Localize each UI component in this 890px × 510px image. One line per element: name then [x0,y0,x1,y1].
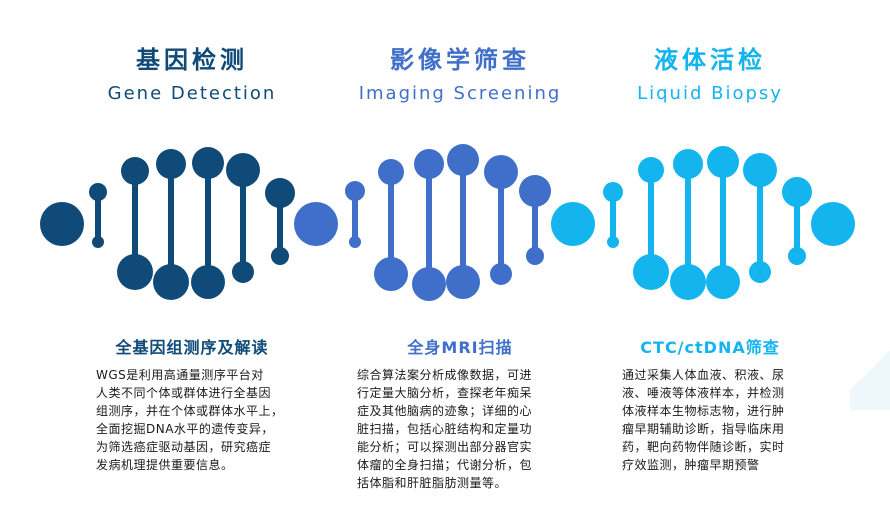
desc-line: 疗效监测，肿瘤早期预警 [622,458,760,472]
section-description: WGS是利用高通量测序平台对 人类不同个体或群体进行全基因 组测序，并在个体或群… [96,366,284,474]
helix-node [232,261,254,283]
helix-node [265,178,295,208]
helix-node [633,254,669,290]
desc-line: 瘤早期辅助诊断，指导临床用 [622,422,785,436]
helix-node [607,236,619,248]
helix-node [707,146,739,178]
section-title-en: Gene Detection [107,83,277,104]
helix-rung [240,170,246,272]
section-title-en: Imaging Screening [358,83,562,104]
helix-rung [610,192,616,242]
section-description: 通过采集人体血液、积液、尿 液、唾液等体液样本，并检测 体液样本生物标志物，进行… [622,366,785,474]
helix-node [743,153,777,187]
helix-rung [168,164,174,282]
helix-node [414,149,444,179]
helix-node [484,155,518,189]
section-title-cn: 液体活检 [654,46,766,74]
helix-node [551,202,595,246]
helix-node [706,265,740,299]
helix-node [603,182,623,202]
helix-rung [205,163,211,282]
helix-node [156,149,186,179]
section-title-cn: 基因检测 [136,46,248,74]
helix-node [345,181,365,201]
section-subtitle: 全身MRI扫描 [407,338,513,357]
section-title-en: Liquid Biopsy [637,83,783,104]
helix-node [782,177,812,207]
helix-rung [388,172,394,274]
desc-line: 行定量大脑分析，查探老年痴呆 [357,386,533,400]
helix-node [788,247,806,265]
helix-node [349,236,361,248]
helix-rung [460,160,466,282]
helix-rung [132,171,138,272]
helix-node [378,159,404,185]
desc-line: 人类不同个体或群体进行全基因 [96,386,272,400]
desc-line: 脏扫描，包括心脏结构和定量功 [357,422,533,436]
section-description: 综合算法案分析成像数据，可进 行定量大脑分析，查探老年痴呆 症及其他脑病的迹象；… [357,366,532,492]
desc-line: 症及其他脑病的迹象；详细的心 [357,404,533,418]
helix-rung [794,192,800,256]
desc-line: 综合算法案分析成像数据，可进 [357,368,533,382]
helix-rung [757,170,763,272]
desc-line: 能分析；可以探测出部分器官实 [357,440,533,454]
helix-rung [685,164,691,282]
helix-node [271,247,289,265]
corner-decoration [850,330,890,410]
helix-node [490,263,512,285]
helix-node [89,183,107,201]
helix-node [412,267,446,301]
desc-line: 体液样本生物标志物，进行肿 [622,404,785,418]
helix-node [192,147,224,179]
helix-node [117,254,153,290]
desc-line: 药，靶向药物伴随诊断，实时 [622,440,785,454]
helix-rung [352,191,358,242]
desc-line: 发病机理提供重要信息。 [96,458,234,472]
helix-rung [648,170,654,272]
helix-node [191,265,225,299]
helix-rung [498,172,504,274]
desc-line: WGS是利用高通量测序平台对 [96,368,264,382]
helix-node [153,264,189,300]
helix-rung [95,192,101,242]
helix-node [374,257,408,291]
desc-line: 通过采集人体血液、积液、尿 [622,368,785,382]
helix-node [673,149,703,179]
desc-line: 组测序，并在个体或群体水平上， [96,404,284,418]
helix-node [749,261,771,283]
helix-node [447,144,479,176]
section-subtitle: CTC/ctDNA筛查 [640,338,780,357]
helix-node [526,247,544,265]
desc-line: 全面挖掘DNA水平的遗传变异， [96,422,274,436]
section-title-cn: 影像学筛查 [390,46,530,74]
helix-node [226,153,260,187]
helix-node [294,202,338,246]
helix-node [811,202,855,246]
helix-rung [532,191,538,256]
desc-line: 液、唾液等体液样本，并检测 [622,386,785,400]
helix-node [638,157,664,183]
desc-line: 体瘤的全身扫描；代谢分析，包 [357,458,533,472]
helix-node [92,236,104,248]
desc-line: 括体脂和肝脏脂肪测量等。 [357,476,508,490]
helix-node [446,265,480,299]
section-subtitle: 全基因组测序及解读 [115,338,269,357]
helix-rung [426,164,432,284]
helix-node [670,264,706,300]
desc-line: 为筛选癌症驱动基因，研究癌症 [96,440,272,454]
helix-node [40,202,84,246]
helix-rung [277,193,283,256]
helix-node [519,175,551,207]
helix-node [121,157,149,185]
helix-rung [720,162,726,282]
